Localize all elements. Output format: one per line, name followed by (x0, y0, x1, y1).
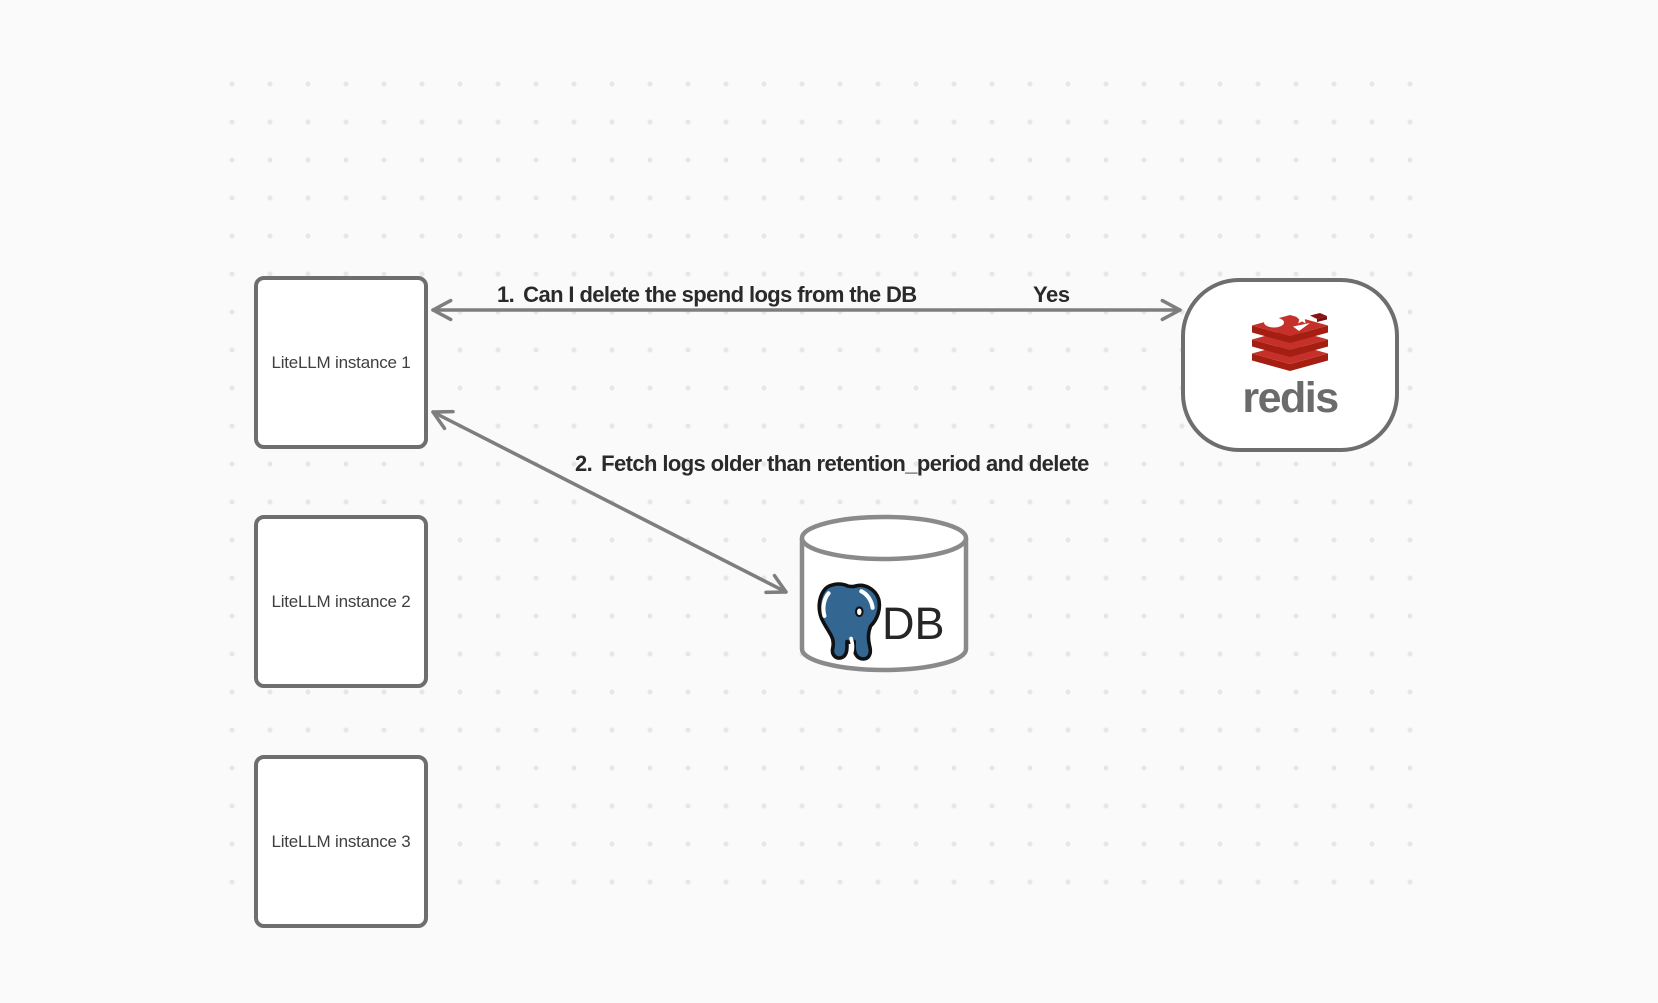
arrow-2-number: 2. (575, 451, 593, 476)
node-litellm-instance-2: LiteLLM instance 2 (254, 515, 428, 688)
litellm-instance-3-label: LiteLLM instance 3 (271, 831, 411, 851)
node-litellm-instance-1: LiteLLM instance 1 (254, 276, 428, 449)
node-redis: redis (1181, 278, 1399, 452)
arrow-2-label: 2. Fetch logs older than retention_perio… (575, 451, 1089, 476)
redis-stack-icon (1252, 312, 1328, 371)
arrow-1-label: 1. Can I delete the spend logs from the … (497, 282, 917, 307)
litellm-instance-2-label: LiteLLM instance 2 (271, 591, 411, 611)
redis-wordmark: redis (1242, 373, 1339, 422)
litellm-instance-1-label: LiteLLM instance 1 (271, 352, 411, 372)
arrow-1-number: 1. (497, 282, 515, 307)
arrow-2-text: Fetch logs older than retention_period a… (601, 451, 1089, 476)
arrow-1-answer: Yes (1033, 282, 1070, 307)
arrow-1-text: Can I delete the spend logs from the DB (523, 282, 917, 307)
node-litellm-instance-3: LiteLLM instance 3 (254, 755, 428, 928)
db-label: DB (882, 598, 945, 649)
postgresql-elephant-icon (817, 582, 882, 661)
